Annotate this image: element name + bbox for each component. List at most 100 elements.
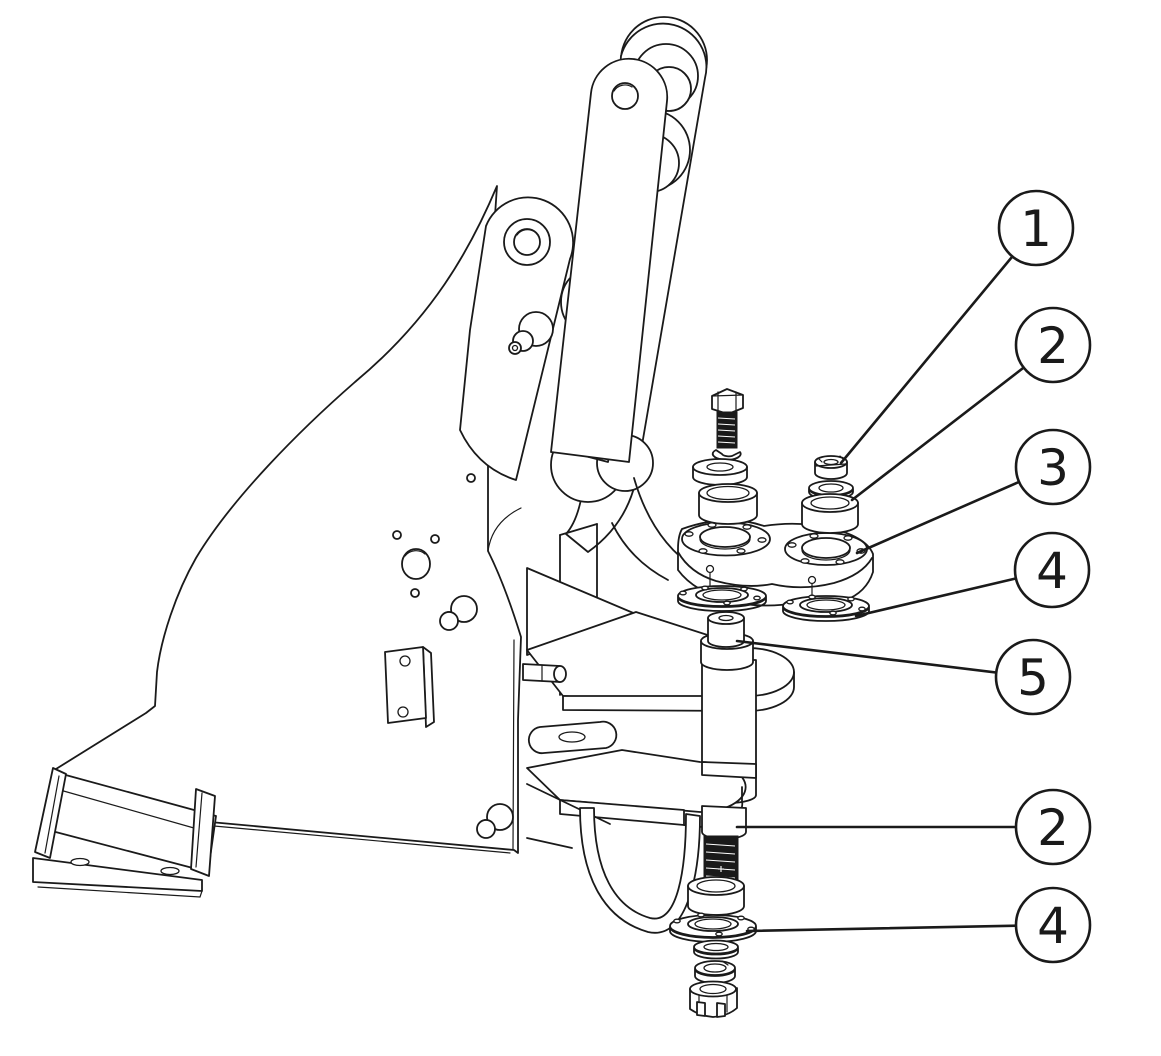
drawing-segment — [679, 590, 687, 596]
drawing-segment — [706, 485, 750, 501]
pad-hole — [399, 655, 411, 667]
drawing-segment — [711, 388, 744, 415]
drawing-segment — [721, 960, 729, 966]
drawing-segment — [694, 968, 736, 984]
frame-silhouette — [55, 185, 522, 854]
drawing-segment — [757, 537, 767, 543]
exploded-column-left — [692, 388, 758, 525]
drawing-segment — [787, 542, 797, 548]
drawing-segment — [478, 819, 493, 824]
lock-washer-lower — [694, 960, 736, 984]
drawing-segment — [786, 599, 794, 605]
frame-pad — [384, 646, 427, 724]
foot-left-flange — [34, 767, 67, 859]
drawing-segment — [699, 983, 727, 995]
drawing-segment — [801, 549, 851, 561]
drawing-segment — [693, 947, 739, 960]
castle-nut-lower — [689, 980, 738, 1018]
flanged-seal-upper-right — [782, 594, 870, 622]
frame-bottom-edge-inner — [213, 825, 511, 854]
frame-pin-lower — [476, 803, 514, 839]
lower-stack — [669, 876, 757, 1018]
drip-hole — [807, 575, 817, 585]
guard-loop — [579, 807, 701, 934]
drawing-segment — [747, 671, 795, 712]
front-plate-hole — [611, 82, 639, 110]
callout-1-leader-line — [839, 226, 1038, 465]
hex-bolt — [711, 388, 744, 449]
foot-slot — [160, 866, 180, 876]
drawing-segment — [450, 595, 478, 623]
frame-hole-large — [401, 548, 431, 580]
drawing-segment — [809, 533, 819, 539]
lower-gusset — [526, 837, 573, 849]
lower-gusset — [526, 783, 611, 825]
castellation-slot — [696, 1001, 706, 1017]
drawing-segment — [516, 229, 536, 236]
drawing-segment — [823, 458, 839, 466]
callout-3-balloon — [1014, 428, 1092, 506]
drawing-segment — [701, 805, 747, 840]
drawing-segment — [800, 558, 810, 564]
drawing-segment — [703, 942, 729, 952]
callout-2-lower-balloon — [1014, 788, 1092, 866]
drawing-segment — [737, 915, 745, 921]
frame-hole-small — [410, 588, 420, 598]
drawing-segment — [835, 559, 845, 565]
drawing-segment — [843, 535, 853, 541]
frame-hole-highlight — [404, 550, 426, 557]
foot-right-flange — [190, 788, 216, 877]
callout-2-upper-leader-line — [850, 343, 1055, 502]
kingpin-bushing-part5 — [700, 611, 754, 671]
callout-1-balloon — [997, 189, 1075, 267]
drawing-segment — [613, 84, 633, 92]
plate-top-face-edge — [677, 551, 873, 589]
oval-link-plate-part3 — [677, 519, 874, 607]
tower-top — [559, 523, 598, 536]
front-arm-plate — [550, 57, 669, 463]
drawing-segment — [753, 595, 761, 601]
flanged-seal-upper-left — [677, 585, 767, 612]
callout-2-upper-label: 2 — [1037, 317, 1069, 375]
frame-stub-pin — [522, 663, 567, 683]
drawing-segment — [677, 596, 767, 612]
drip-hole — [705, 564, 715, 574]
callout-3-label: 3 — [1037, 439, 1069, 497]
kingpin-step — [701, 805, 747, 840]
callout-2-lower-label: 2 — [1037, 799, 1069, 857]
frame-pin-upper — [439, 595, 478, 631]
drawing-segment — [511, 344, 519, 352]
callout-4-upper-balloon — [1013, 531, 1091, 609]
drawing-segment — [696, 879, 736, 893]
bearing-cup-lower — [687, 876, 745, 916]
boss-hole — [513, 228, 541, 256]
drawing-segment — [740, 586, 748, 592]
lower-support-plate — [526, 749, 747, 849]
plate-bore-right — [801, 537, 851, 559]
drawing-segment — [694, 918, 732, 930]
drawing-segment — [441, 611, 456, 616]
drawing-segment — [701, 585, 709, 591]
callout-5-leader-line — [735, 639, 1035, 679]
drawing-segment — [818, 483, 844, 493]
plate-bore-left — [699, 526, 751, 548]
drawing-segment — [699, 538, 751, 550]
drawing-segment — [703, 963, 727, 973]
callout-4-lower-leader-line — [745, 923, 1055, 933]
drawing-segment — [810, 496, 850, 510]
callout-5-balloon — [994, 638, 1072, 716]
callout-4-lower-label: 4 — [1037, 897, 1069, 955]
drawing-segment — [59, 789, 209, 833]
pivot-bracket — [522, 523, 795, 934]
callout-2-upper-balloon — [1014, 306, 1092, 384]
castle-nut-upper — [814, 455, 848, 480]
drawing-segment — [718, 866, 724, 872]
bearing-cone-small — [692, 458, 748, 486]
drawing-segment — [195, 792, 203, 868]
frame-hole-small — [466, 473, 476, 483]
flanged-seal-lower — [669, 912, 757, 943]
drawing-segment — [736, 548, 746, 554]
